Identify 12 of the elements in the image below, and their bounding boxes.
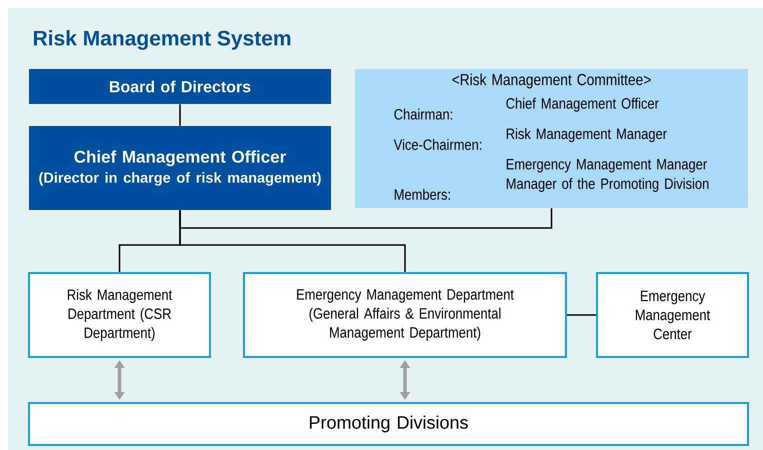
connector-line bbox=[179, 208, 552, 229]
connector-line bbox=[179, 210, 406, 272]
connector-line bbox=[567, 314, 596, 316]
department-box: Risk Management Department (CSR Department) bbox=[28, 272, 211, 358]
committee-box: <Risk Management Committee> Chairman: Chief Management Officer Vice-Chairmen: Risk Management Manager Emergency Management Manager Members: Manager of the Promoting Division bbox=[355, 69, 748, 208]
department-box: Emergency Management Department (General Affairs & Environmental Management Department) bbox=[243, 272, 567, 358]
title: Risk Management System bbox=[34, 30, 290, 50]
connector-line bbox=[179, 104, 181, 126]
header-box: Chief Management Officer (Director in charge of risk management) bbox=[29, 126, 331, 210]
division-box: Promoting Divisions bbox=[28, 402, 749, 446]
header-box: Board of Directors bbox=[29, 69, 331, 104]
department-box: Emergency Management Center bbox=[596, 272, 749, 358]
